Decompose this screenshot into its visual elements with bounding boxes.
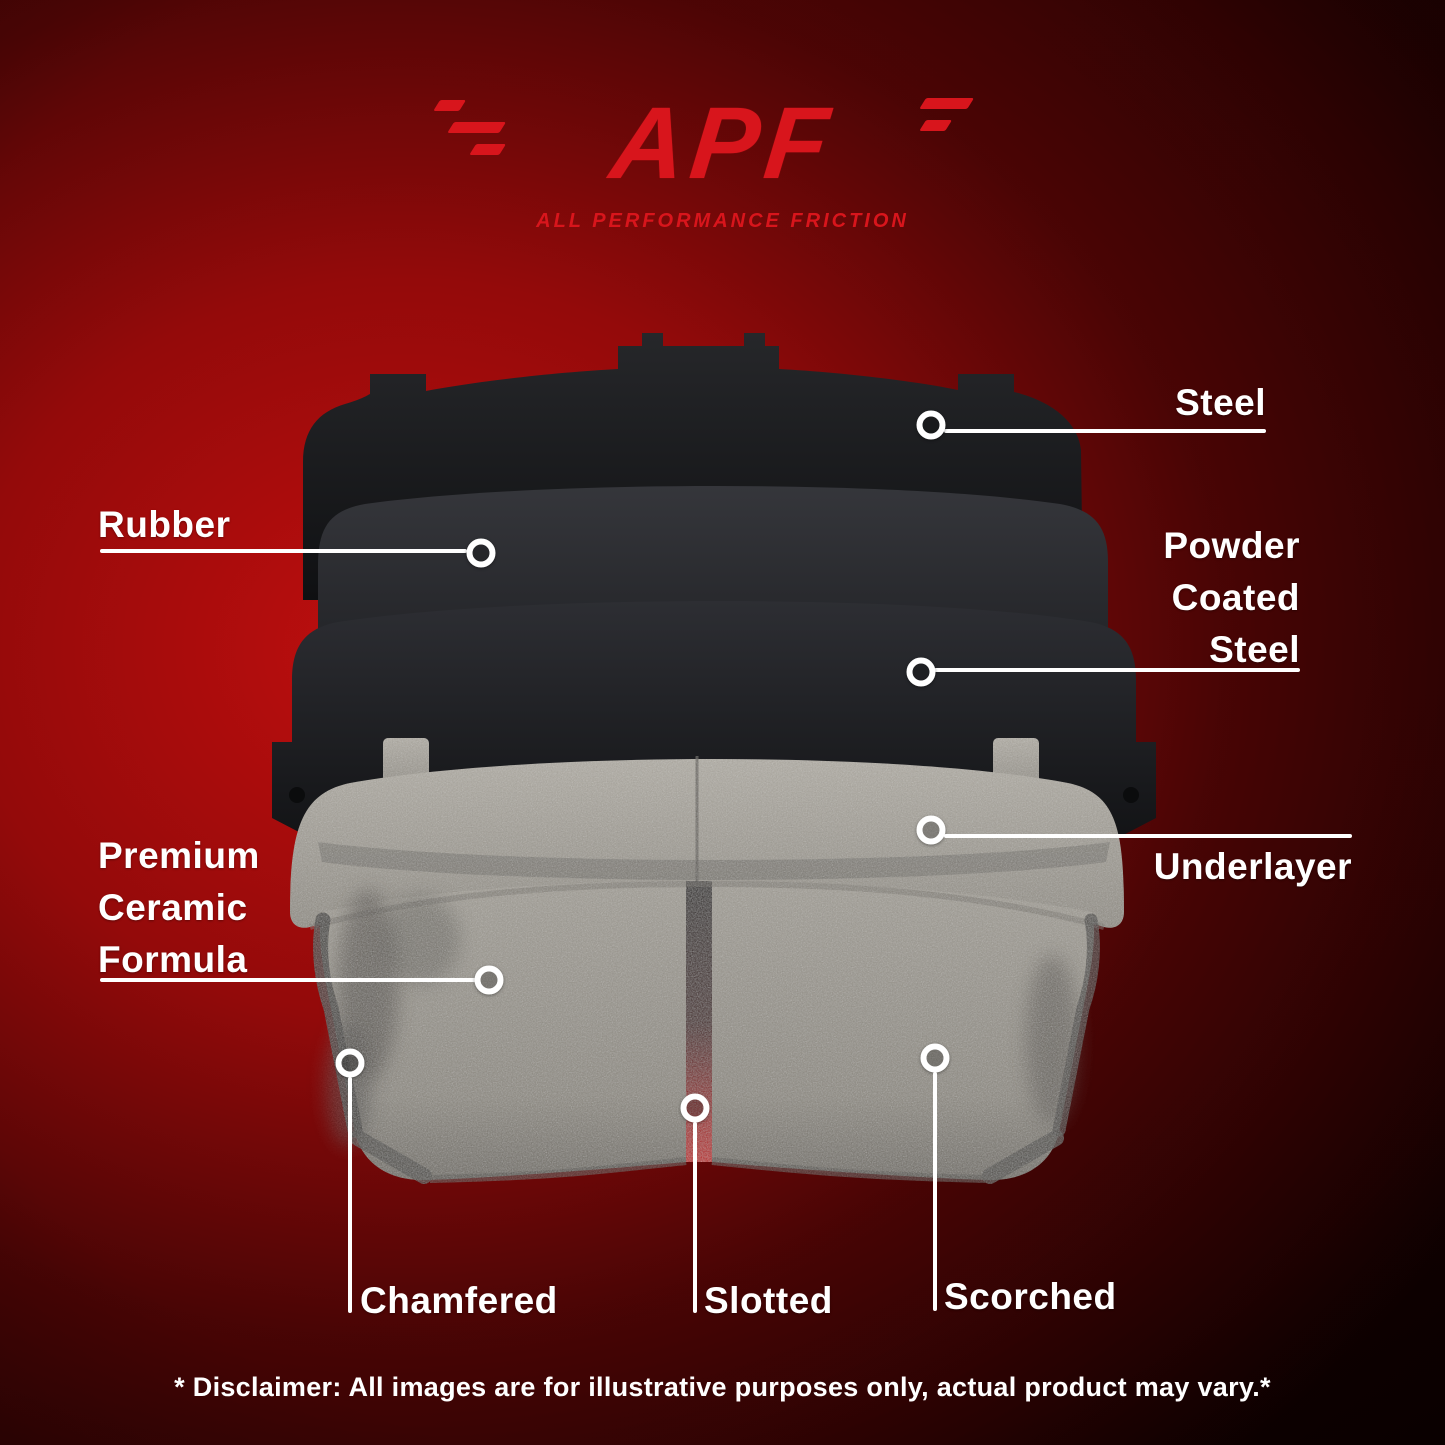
callout-label-line: Ceramic xyxy=(98,887,248,928)
callout-marker-premium-ceramic-formula xyxy=(474,965,504,995)
callout-line-steel xyxy=(944,429,1266,433)
callout-label-scorched: Scorched xyxy=(944,1276,1117,1317)
callout-label-steel: Steel xyxy=(1175,382,1266,423)
callout-line-scorched xyxy=(933,1072,937,1311)
callout-line-rubber xyxy=(100,549,467,553)
brand-logo: APF ALL PERFORMANCE FRICTION xyxy=(432,86,975,233)
callout-label-line: Steel xyxy=(1209,629,1300,670)
brand-tagline: ALL PERFORMANCE FRICTION xyxy=(536,210,909,232)
callout-label-premium-ceramic-formula: Premium Ceramic Formula xyxy=(98,830,260,986)
callout-label-slotted: Slotted xyxy=(704,1280,833,1321)
callout-label-line: Powder xyxy=(1163,525,1300,566)
speed-line-icon xyxy=(446,122,506,133)
callout-marker-rubber xyxy=(466,538,496,568)
plate-bolt-hole-left xyxy=(289,787,305,803)
plate-bolt-hole-right xyxy=(1123,787,1139,803)
callout-line-premium-ceramic-formula xyxy=(100,978,476,982)
callout-label-rubber: Rubber xyxy=(98,504,231,545)
callout-marker-steel xyxy=(916,410,946,440)
disclaimer-text: * Disclaimer: All images are for illustr… xyxy=(174,1372,1271,1402)
callout-line-powder-coated-steel xyxy=(934,668,1300,672)
scorch-smudge-4 xyxy=(1026,955,1078,1125)
callout-label-line: Premium xyxy=(98,835,260,876)
callout-marker-chamfered xyxy=(335,1048,365,1078)
callout-marker-slotted xyxy=(680,1093,710,1123)
callout-label-line: Formula xyxy=(98,939,248,980)
callout-label-underlayer: Underlayer xyxy=(1153,846,1352,887)
brand-logo-text: APF xyxy=(605,86,840,200)
callout-line-slotted xyxy=(693,1122,697,1313)
speed-line-icon xyxy=(919,98,975,109)
scorch-smudge-3 xyxy=(380,895,460,985)
callout-marker-scorched xyxy=(920,1043,950,1073)
callout-label-chamfered: Chamfered xyxy=(360,1280,558,1321)
callout-label-powder-coated-steel: Powder Coated Steel xyxy=(1000,520,1300,676)
speed-line-icon xyxy=(468,144,506,155)
callout-line-chamfered xyxy=(348,1077,352,1313)
callout-marker-powder-coated-steel xyxy=(906,657,936,687)
callout-line-underlayer xyxy=(944,834,1352,838)
callout-marker-underlayer xyxy=(916,815,946,845)
callout-label-line: Coated xyxy=(1171,577,1300,618)
